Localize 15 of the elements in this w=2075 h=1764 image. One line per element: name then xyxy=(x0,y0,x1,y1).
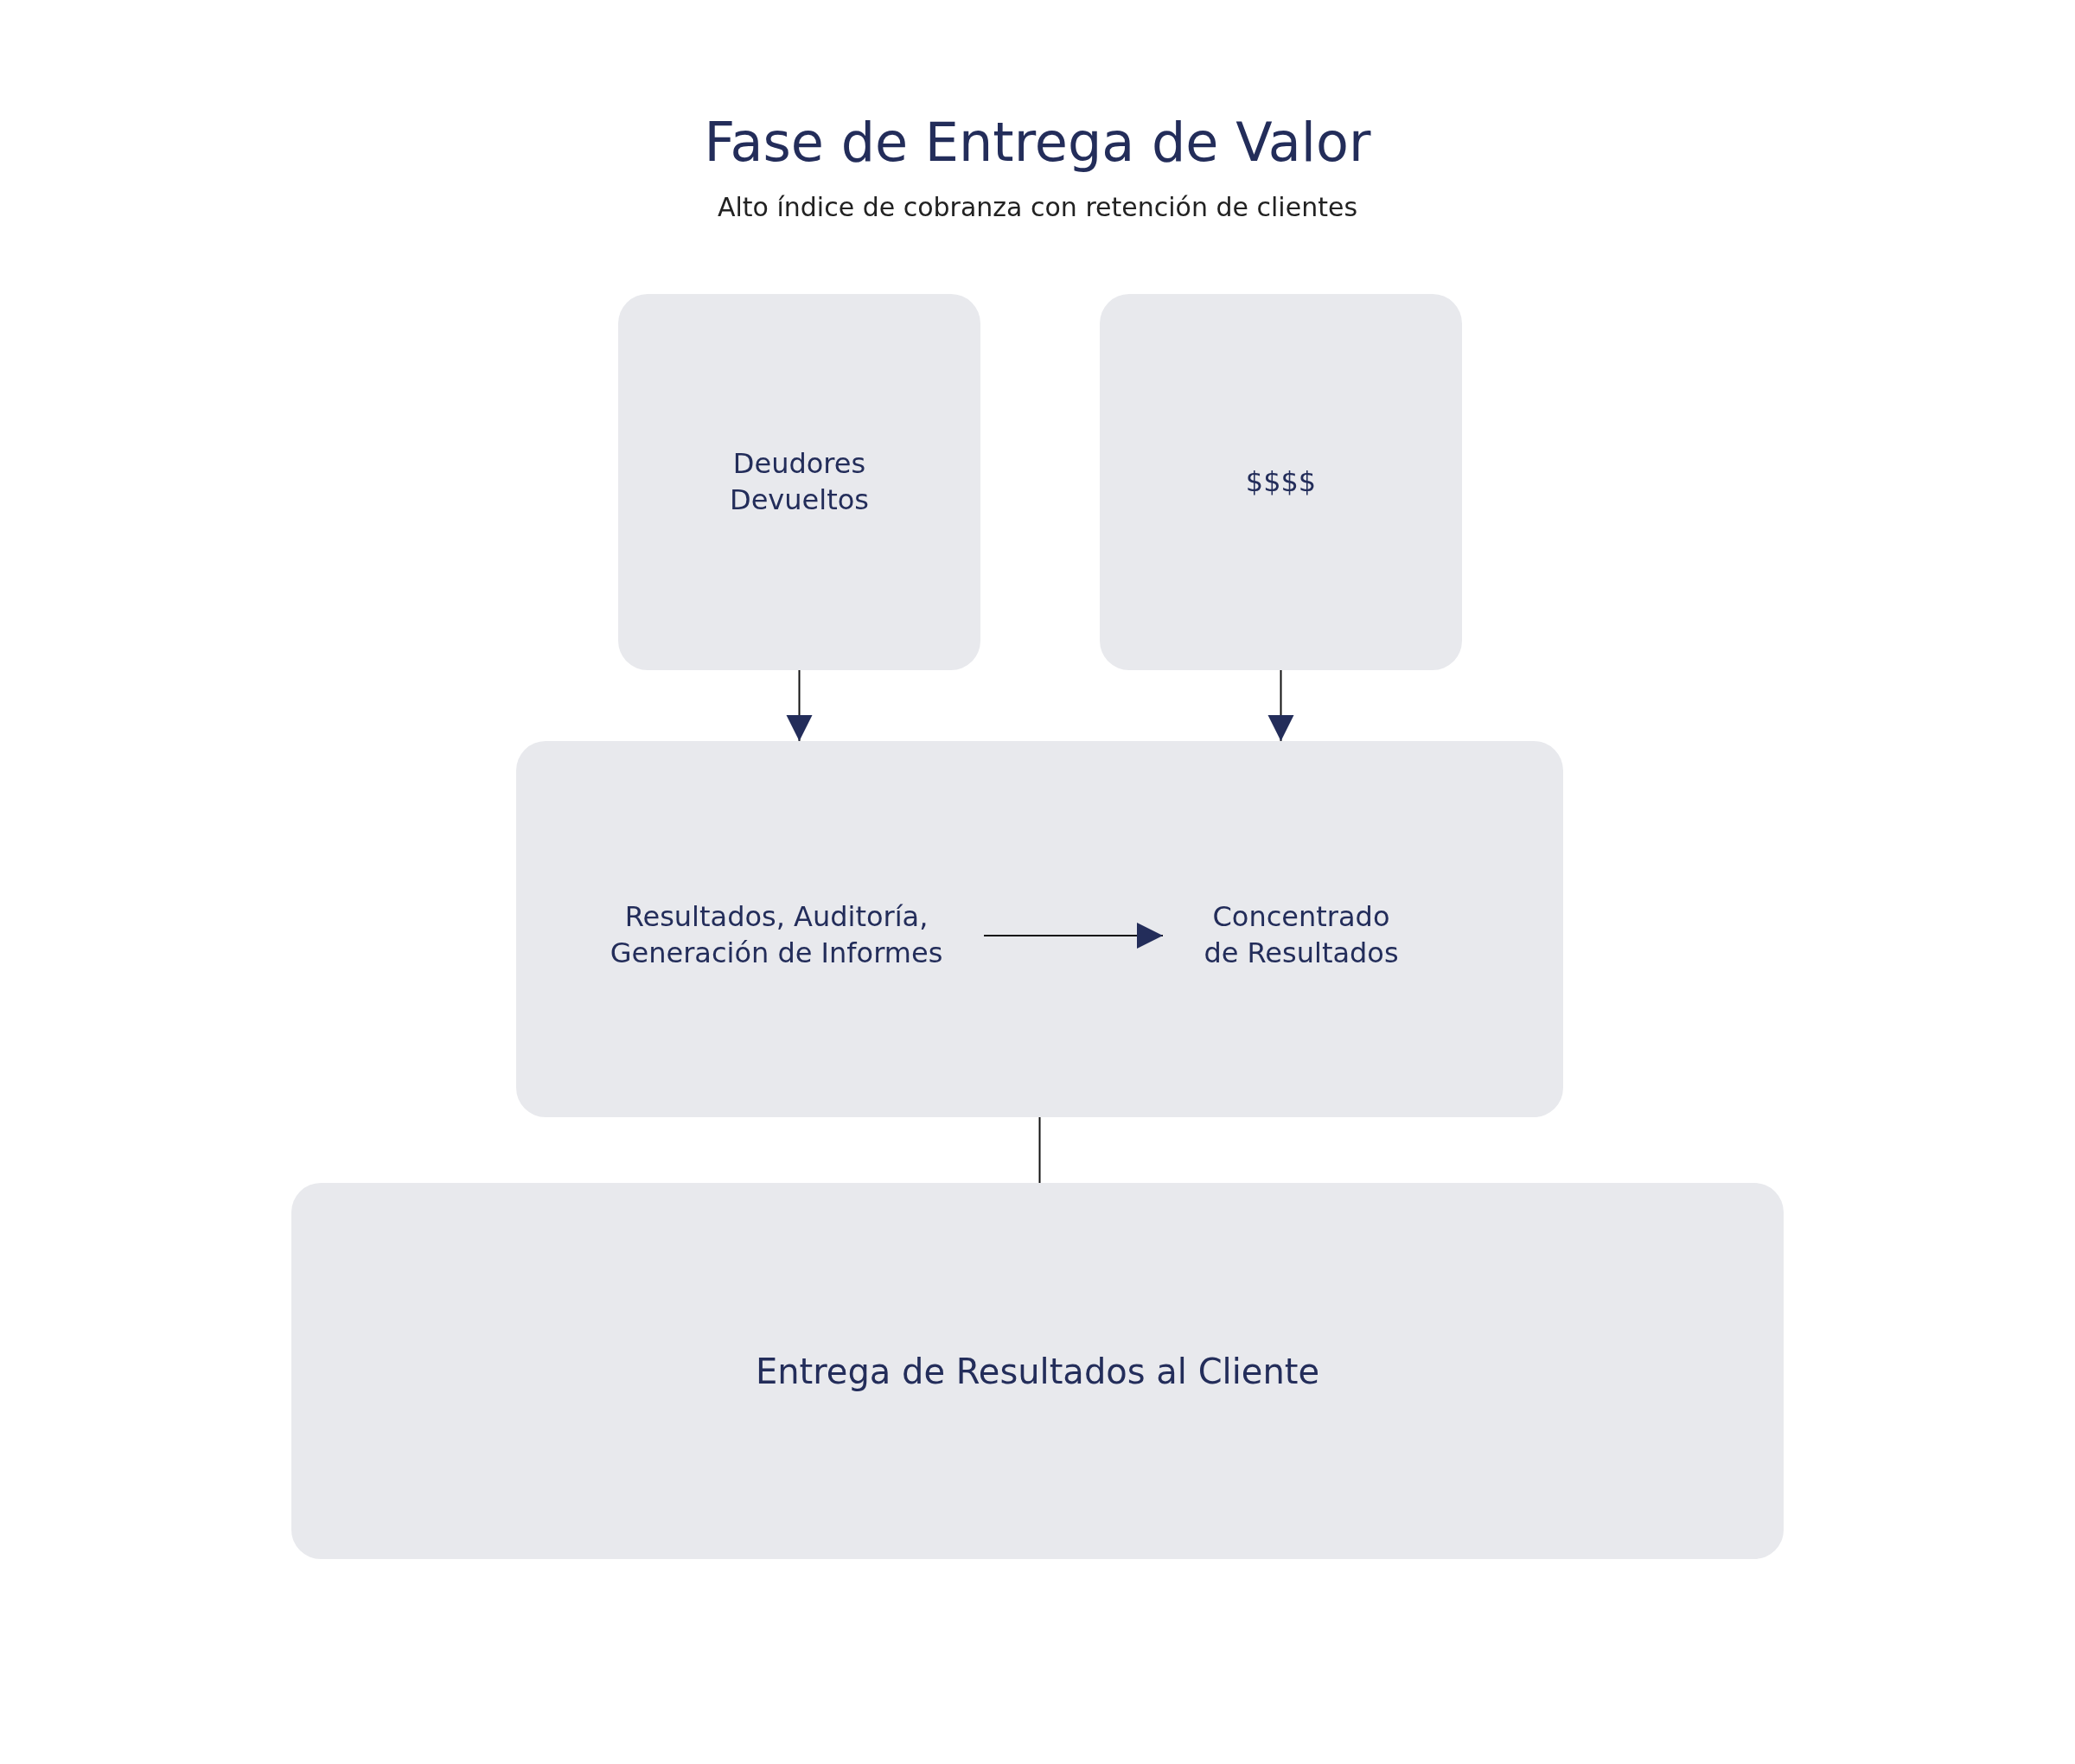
diagram-subtitle: Alto índice de cobranza con retención de clientes xyxy=(716,192,1359,222)
diagram-title: Fase de Entrega de Valor xyxy=(703,111,1372,174)
box-label: Deudores Devueltos xyxy=(729,445,870,518)
arrow xyxy=(1267,669,1294,742)
process-box xyxy=(1100,294,1462,670)
process-label: Resultados, Auditoría, Generación de Informes xyxy=(609,899,944,971)
process-label: Concentrado de Resultados xyxy=(1203,899,1400,971)
box-label: Entrega de Resultados al Cliente xyxy=(755,1350,1320,1393)
process-box xyxy=(291,1183,1784,1559)
connector-line xyxy=(1038,1116,1041,1184)
process-box xyxy=(516,741,1563,1117)
process-box xyxy=(618,294,980,670)
box-label: $$$$ xyxy=(1245,463,1317,500)
arrow xyxy=(983,923,1164,949)
arrow xyxy=(786,669,813,742)
